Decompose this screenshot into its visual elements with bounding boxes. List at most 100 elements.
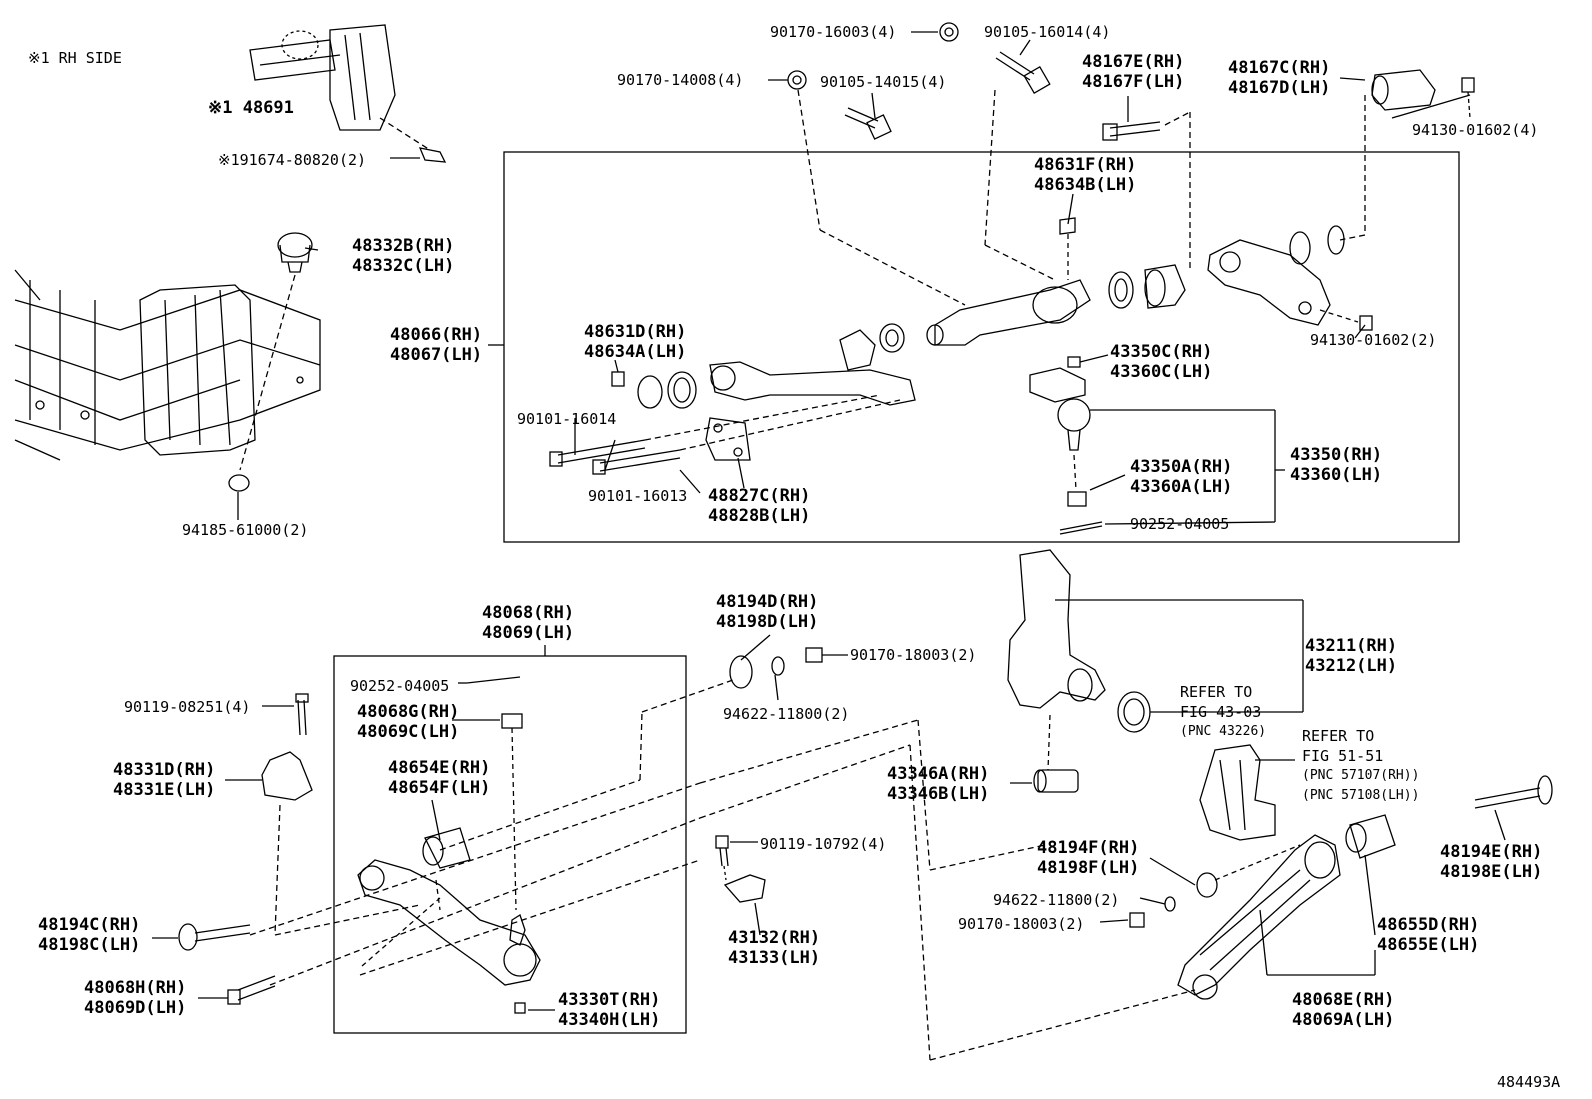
part-number-43346a-43346b: 43346A(RH) 43346B(LH) — [887, 764, 989, 804]
part-number-48198d: 48198D(LH) — [716, 612, 819, 632]
part-number-90170-18003-b: 90170-18003(2) — [958, 915, 1085, 933]
part-number-48331d: 48331D(RH) — [113, 760, 216, 780]
refer-note-2-line1: REFER TO — [1302, 727, 1375, 745]
part-number-48194f-48198f: 48194F(RH) 48198F(LH) — [1037, 838, 1139, 878]
part-number-48066-48067: 48066(RH) 48067(LH) — [390, 325, 482, 365]
part-number-48068: 48068(RH) — [482, 603, 575, 623]
part-number-48331e: 48331E(LH) — [113, 780, 216, 800]
part-number-90119-08251: 90119-08251(4) — [124, 698, 251, 716]
leader-lines — [152, 31, 1506, 1011]
part-number-43350c-43360c: 43350C(RH) 43360C(LH) — [1110, 342, 1212, 382]
part-number-48198c: 48198C(LH) — [38, 935, 141, 955]
part-number-48194f: 48194F(RH) — [1037, 838, 1140, 858]
part-number-94185: 94185-61000(2) — [182, 521, 309, 539]
part-number-48167f: 48167F(LH) — [1082, 72, 1185, 92]
part-number-48068g: 48068G(RH) — [357, 702, 460, 722]
part-number-48634b: 48634B(LH) — [1034, 175, 1137, 195]
upper-arm-group-box — [503, 151, 1460, 543]
part-number-48068-48069: 48068(RH) 48069(LH) — [482, 603, 574, 643]
part-number-48069c: 48069C(LH) — [357, 722, 460, 742]
part-number-48655e: 48655E(LH) — [1377, 935, 1480, 955]
part-number-48066: 48066(RH) — [390, 325, 483, 345]
bracket-48691-drawing — [249, 24, 447, 163]
part-number-48631d-48634a: 48631D(RH) 48634A(LH) — [584, 322, 686, 362]
part-number-48167e-f: 48167E(RH) 48167F(LH) — [1082, 52, 1184, 92]
part-number-90105-16014: 90105-16014(4) — [984, 23, 1111, 41]
part-number-43350a-43360a: 43350A(RH) 43360A(LH) — [1130, 457, 1232, 497]
part-number-48331d-48331e: 48331D(RH) 48331E(LH) — [113, 760, 215, 800]
part-number-90101-16014: 90101-16014 — [517, 410, 617, 428]
part-number-43330t-43340h: 43330T(RH) 43340H(LH) — [558, 990, 660, 1030]
part-number-43350-43360: 43350(RH) 43360(LH) — [1290, 445, 1382, 485]
part-number-90252-upper: 90252-04005 — [1130, 515, 1230, 533]
part-number-48167e: 48167E(RH) — [1082, 52, 1185, 72]
lower-arm-drawing — [178, 647, 1196, 1061]
part-number-48655d: 48655D(RH) — [1377, 915, 1480, 935]
part-number-48198f: 48198F(LH) — [1037, 858, 1140, 878]
part-number-48654e: 48654E(RH) — [388, 758, 491, 778]
part-number-48068h: 48068H(RH) — [84, 978, 187, 998]
part-number-48828b: 48828B(LH) — [708, 506, 811, 526]
part-number-48827c: 48827C(RH) — [708, 486, 811, 506]
part-number-43212: 43212(LH) — [1305, 656, 1398, 676]
part-number-48194d: 48194D(RH) — [716, 592, 819, 612]
part-number-90170-18003-a: 90170-18003(2) — [850, 646, 977, 664]
part-number-48068e: 48068E(RH) — [1292, 990, 1395, 1010]
part-number-48655d-48655e: 48655D(RH) 48655E(LH) — [1377, 915, 1479, 955]
part-number-48069a: 48069A(LH) — [1292, 1010, 1395, 1030]
part-number-48631f-48634b: 48631F(RH) 48634B(LH) — [1034, 155, 1136, 195]
knuckle-drawing — [1007, 549, 1151, 793]
part-number-43346a: 43346A(RH) — [887, 764, 990, 784]
part-number-43350c: 43350C(RH) — [1110, 342, 1213, 362]
part-number-43132: 43132(RH) — [728, 928, 821, 948]
part-number-94130-2: 94130-01602(2) — [1310, 331, 1437, 349]
refer-note-2-line3: (PNC 57107(RH)) — [1302, 768, 1420, 783]
part-number-48068g-48069c: 48068G(RH) 48069C(LH) — [357, 702, 459, 742]
part-number-48194e: 48194E(RH) — [1440, 842, 1543, 862]
part-number-48194c: 48194C(RH) — [38, 915, 141, 935]
part-number-94130-4: 94130-01602(4) — [1412, 121, 1539, 139]
part-number-90119-10792: 90119-10792(4) — [760, 835, 887, 853]
part-number-48654e-48654f: 48654E(RH) 48654F(LH) — [388, 758, 490, 798]
part-number-90105-14015: 90105-14015(4) — [820, 73, 947, 91]
part-number-43340h: 43340H(LH) — [558, 1010, 661, 1030]
refer-note-1-line1: REFER TO — [1180, 683, 1253, 701]
part-number-43346b: 43346B(LH) — [887, 784, 990, 804]
upper-arm-drawing — [549, 22, 1475, 535]
part-number-94622-b: 94622-11800(2) — [993, 891, 1120, 909]
part-number-48167c: 48167C(RH) — [1228, 58, 1331, 78]
part-number-90252-lower: 90252-04005 — [350, 677, 450, 695]
refer-note-2-line4: (PNC 57108(LH)) — [1302, 788, 1420, 803]
refer-note-fig-43-03: REFER TO FIG 43-03 (PNC 43226) — [1180, 682, 1266, 742]
refer-note-1-line2: FIG 43-03 — [1180, 703, 1262, 721]
part-number-43132-43133: 43132(RH) 43133(LH) — [728, 928, 820, 968]
part-number-48631f: 48631F(RH) — [1034, 155, 1137, 175]
part-number-48691: ※1 48691 — [208, 98, 294, 118]
frame-drawing — [14, 232, 321, 492]
part-number-48332b-c: 48332B(RH) 48332C(LH) — [352, 236, 454, 276]
part-number-48069: 48069(LH) — [482, 623, 575, 643]
part-number-48067: 48067(LH) — [390, 345, 483, 365]
part-number-94622-a: 94622-11800(2) — [723, 705, 850, 723]
part-number-48631d: 48631D(RH) — [584, 322, 687, 342]
part-number-43133: 43133(LH) — [728, 948, 821, 968]
part-number-191674: ※191674-80820(2) — [218, 151, 367, 169]
part-number-43211: 43211(RH) — [1305, 636, 1398, 656]
part-number-43360c: 43360C(LH) — [1110, 362, 1213, 382]
part-number-48332b: 48332B(RH) — [352, 236, 455, 256]
part-number-48069d: 48069D(LH) — [84, 998, 187, 1018]
part-number-90170-14008: 90170-14008(4) — [617, 71, 744, 89]
part-number-48827c-48828b: 48827C(RH) 48828B(LH) — [708, 486, 810, 526]
part-number-43211-43212: 43211(RH) 43212(LH) — [1305, 636, 1397, 676]
lower-arm-group-box — [333, 655, 687, 1034]
part-number-48198e: 48198E(LH) — [1440, 862, 1543, 882]
refer-note-2-line2: FIG 51-51 — [1302, 747, 1384, 765]
rear-lower-arm-drawing — [1129, 744, 1553, 1000]
part-number-43360a: 43360A(LH) — [1130, 477, 1233, 497]
part-number-43330t: 43330T(RH) — [558, 990, 661, 1010]
rh-side-note: ※1 RH SIDE — [28, 49, 122, 67]
part-number-48332c: 48332C(LH) — [352, 256, 455, 276]
part-number-48634a: 48634A(LH) — [584, 342, 687, 362]
part-number-48167d: 48167D(LH) — [1228, 78, 1331, 98]
